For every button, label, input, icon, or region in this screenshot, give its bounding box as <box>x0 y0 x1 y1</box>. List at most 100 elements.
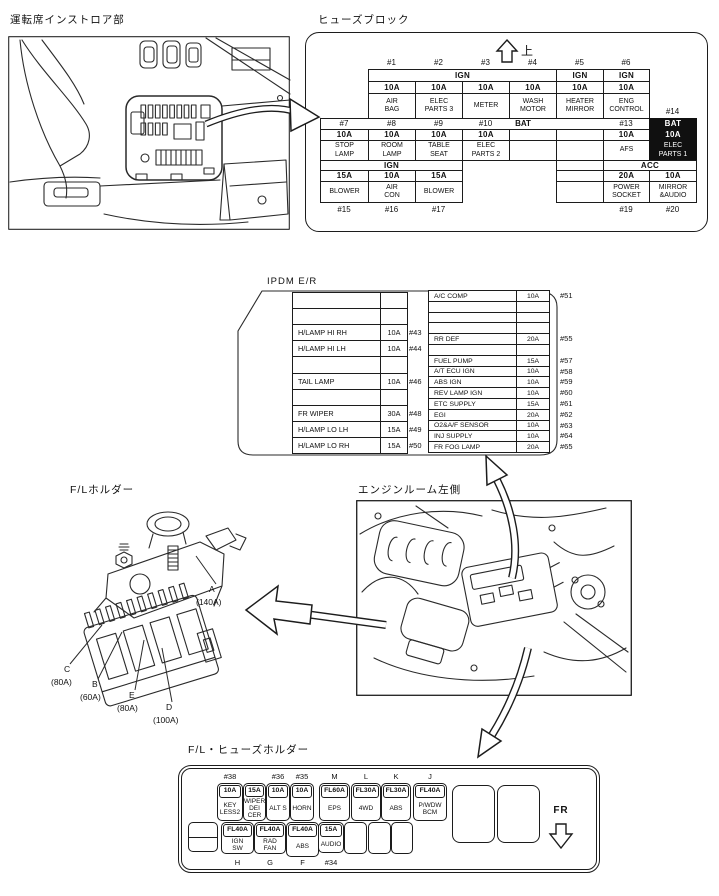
ipdm-row: FR FOG LAMP 20A <box>428 441 550 453</box>
fuse-position-label: #6 <box>621 58 631 67</box>
ipdm-fuse-rating: 10A <box>380 325 407 340</box>
ipdm-fuse-name: H/LAMP LO RH <box>298 441 350 450</box>
ipdm-fuse-number: #58 <box>560 367 573 376</box>
fuse-block-title: ヒューズブロック <box>318 14 410 26</box>
ipdm-fuse-rating: 10A <box>516 388 549 398</box>
fl-fuse-rating: 10A <box>219 785 241 798</box>
ipdm-fuse-number: #50 <box>409 440 422 450</box>
ipdm-fuse-rating <box>516 302 549 312</box>
fl-link-rating: (140A) <box>196 597 222 607</box>
fuse-position-label: #17 <box>431 204 446 214</box>
fuse-position-label: #16 <box>384 204 399 214</box>
ipdm-fuse-rating <box>516 345 549 355</box>
ipdm-fuse-name: A/C COMP <box>434 292 468 300</box>
fl-fuse-name: HORN <box>292 805 312 813</box>
fl-fuse-holder-panel-inner <box>181 768 597 870</box>
fl-fuse-name: ABS <box>389 805 403 813</box>
fl-fuse-rating: FL40A <box>256 824 284 837</box>
ipdm-fuse-name: O2&A/F SENSOR <box>434 422 489 429</box>
ipdm-fuse-name: H/LAMP HI RH <box>298 328 347 337</box>
fl-link-letter: A <box>209 584 215 594</box>
fuse-cell: WASH MOTOR <box>509 93 557 119</box>
ipdm-fuse-name: H/LAMP LO LH <box>298 425 349 434</box>
fuse-position-label: #10 <box>478 119 493 128</box>
fl-fuse: 10A HORN <box>290 783 314 821</box>
ipdm-fuse-rating: 10A <box>516 291 549 301</box>
fl-fuse-position-label: #36 <box>271 772 285 781</box>
fuse-position-label: #1 <box>387 58 396 67</box>
ipdm-fuse-name: FR WIPER <box>298 409 334 418</box>
fuse-position-label: #19 <box>619 204 633 214</box>
ipdm-fuse-rating: 10A <box>516 431 549 441</box>
ipdm-fuse-name: ETC SUPPLY <box>434 400 476 408</box>
fuse-position-label: #2 <box>434 58 443 67</box>
ipdm-fuse-rating: 10A <box>516 421 549 430</box>
fl-fuse-rating: FL40A <box>288 824 317 837</box>
fl-fuse-position-label: H <box>234 858 241 867</box>
ipdm-fuse-name: RR DEF <box>434 335 460 343</box>
fl-link-rating: (60A) <box>80 692 101 702</box>
fl-link-letter: B <box>92 679 98 689</box>
up-direction-label: 上 <box>521 44 534 58</box>
ipdm-fuse-rating: 20A <box>516 410 549 420</box>
fl-fuse-rating: 15A <box>320 824 342 837</box>
fl-fuse-rating: FL40A <box>223 824 252 837</box>
fuse-position-label: BAT <box>515 119 531 128</box>
dashboard-illustration <box>8 36 291 230</box>
ipdm-fuse-number: #62 <box>560 410 573 419</box>
ipdm-fuse-number: #60 <box>560 388 573 397</box>
ipdm-fuse-number: #49 <box>409 424 422 434</box>
fl-empty-slot <box>188 822 218 852</box>
ipdm-fuse-rating: 15A <box>516 399 549 409</box>
fuse-position-label: #5 <box>575 58 584 67</box>
engine-room-title: エンジンルーム左側 <box>358 484 462 496</box>
dashboard-title: 運転席インストロア部 <box>10 14 125 26</box>
fl-fuse-name: EPS <box>327 805 341 813</box>
ipdm-fuse-rating: 15A <box>380 438 407 453</box>
fl-fuse-position-label: #38 <box>223 772 237 781</box>
fl-fuse-name: AUDIO <box>320 840 342 848</box>
ipdm-fuse-name: FR FOG LAMP <box>434 443 481 451</box>
fl-fuse-position-label: F <box>300 858 305 867</box>
fl-link-letter: C <box>64 664 71 674</box>
fl-empty-slot-large <box>452 785 495 843</box>
ipdm-fuse-number: #61 <box>560 399 573 408</box>
ipdm-fuse-name: FUEL PUMP <box>434 357 473 365</box>
fl-link-rating: (80A) <box>117 703 138 713</box>
fuse-position-label: #13 <box>619 119 633 128</box>
fuse-position-label: #9 <box>434 119 443 128</box>
fl-fuse-name: 4WD <box>358 805 374 813</box>
fl-fuse-name: RAD FAN <box>263 837 277 852</box>
fl-fuse-name: ABS <box>295 842 309 850</box>
ipdm-fuse-rating <box>380 309 407 324</box>
fl-fuse-rating: 10A <box>268 785 288 798</box>
fl-fuse-rating: 10A <box>292 785 312 798</box>
fl-link-letter: E <box>129 690 135 700</box>
fl-fuse-position-label: M <box>331 772 338 781</box>
fl-fuse: 15A AUDIO <box>318 822 344 853</box>
fuse-position-label: #20 <box>665 204 680 214</box>
ipdm-fuse-number: #57 <box>560 356 573 365</box>
fl-link-letter: D <box>166 702 173 712</box>
fl-empty-slot-large <box>497 785 540 843</box>
ipdm-fuse-name: REV LAMP IGN <box>434 389 483 397</box>
fuse-cell: MIRROR &AUDIO <box>649 181 697 203</box>
fl-empty-slot <box>344 822 367 854</box>
fl-fuse-name: WIPER DEI CER <box>243 798 266 820</box>
fl-fuse-name: P/WDW BCM <box>418 801 442 816</box>
ipdm-fuse-rating: 20A <box>516 334 549 344</box>
ipdm-fuse-number: #46 <box>409 376 422 386</box>
ipdm-fuse-rating: 10A <box>516 367 549 376</box>
fl-empty-slot <box>368 822 391 854</box>
ipdm-fuse-rating: 20A <box>516 442 549 452</box>
fuse-cell: ELEC PARTS 2 <box>462 140 510 161</box>
